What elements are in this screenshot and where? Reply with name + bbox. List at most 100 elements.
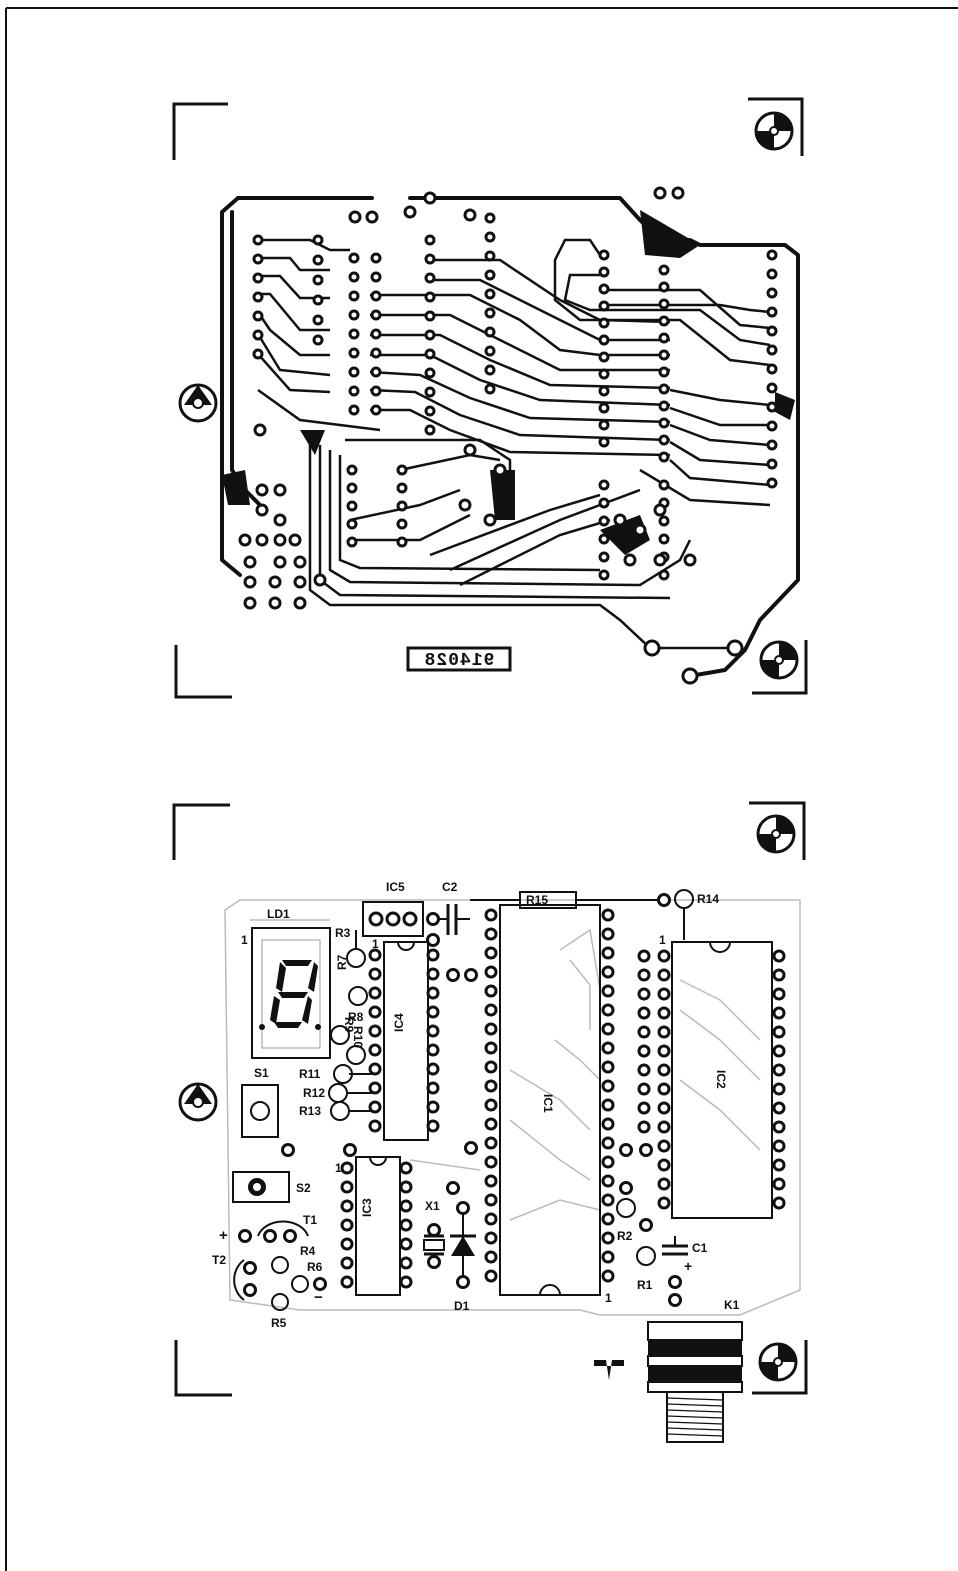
copper-pad [346,536,358,548]
resistor-array [328,930,375,1121]
pad [283,1229,297,1243]
ic-pin-pad [772,1044,786,1058]
ic-pin-pad [601,1231,615,1245]
copper-pad [766,287,778,299]
copper-pad [273,555,287,569]
label-x1: X1 [425,1199,440,1213]
copper-pad [424,329,436,341]
copper-pad [766,401,778,413]
registration-mark-icon [759,640,799,680]
label-r7: R7 [335,954,349,970]
ic-pin-pad [772,1025,786,1039]
copper-pad [658,479,670,491]
resistor-r4 [271,1256,289,1274]
ic-pin-pad [657,1120,671,1134]
ic-pin-pad [601,984,615,998]
copper-pad [484,288,496,300]
pad [456,1275,470,1289]
pad [637,1082,651,1096]
label-t1: T1 [303,1213,317,1227]
ic-pin-pad [368,1005,382,1019]
ic-pin-pad [426,1100,440,1114]
label-ic4: IC4 [392,1013,406,1032]
ic-pin-pad [484,1250,498,1264]
copper-pad [726,639,744,657]
copper-pad [658,366,670,378]
label-r11: R11 [299,1067,321,1081]
pad [427,1223,441,1237]
ic-pin-pad [484,1231,498,1245]
copper-pad [424,405,436,417]
copper-pad [653,186,667,200]
copper-pad [766,344,778,356]
resistor-r1 [636,1246,656,1266]
ic-pin-pad [484,1079,498,1093]
ic-pin-pad [772,1139,786,1153]
ic-pin-pad [484,984,498,998]
ic-pin-pad [368,948,382,962]
copper-pad [252,348,264,360]
ic-pin-pad [601,1136,615,1150]
crop-marks-top [172,97,808,699]
ic-pin-pad [426,948,440,962]
pad [426,912,440,926]
copper-pad [424,367,436,379]
copper-pad [766,439,778,451]
copper-pad [623,553,637,567]
copper-pad [370,309,382,321]
ic-pin-pad [340,1180,354,1194]
pad [464,968,478,982]
ic-pin-pad [601,1098,615,1112]
chip-ic2 [671,941,773,1219]
pad [619,1181,633,1195]
copper-pad [484,212,496,224]
copper-pad [598,551,610,563]
copper-pad [252,291,264,303]
pad [637,949,651,963]
ic-pin-pad [484,908,498,922]
ic-pin-pad [484,1174,498,1188]
copper-pad [598,283,610,295]
copper-pad [370,271,382,283]
copper-pad [370,290,382,302]
pad [238,1229,252,1243]
ic-pin-pad [601,908,615,922]
copper-pad [370,366,382,378]
pad [456,1201,470,1215]
copper-pad [312,254,324,266]
ic-pin-pad [601,1022,615,1036]
copper-pad [653,553,667,567]
ic-pin-pad [399,1199,413,1213]
pad [668,1275,682,1289]
ic-pin-pad [484,1060,498,1074]
ic-pin-pad [484,1022,498,1036]
copper-pad [255,533,269,547]
copper-pad [238,533,252,547]
copper-pad [766,382,778,394]
copper-pad [484,345,496,357]
ic-pin-pad [772,1063,786,1077]
resistor-r2 [616,1198,636,1218]
component-layout: LD1 1 IC5 C2 R15 R14 R3 R7 R8 R9 R10 R11… [172,801,808,1443]
ic-pin-pad [601,1174,615,1188]
ic-pin-pad [426,1024,440,1038]
ic-pin-pad [601,1193,615,1207]
copper-pad [348,271,360,283]
label-ld1-pin1: 1 [241,933,248,947]
capacitor-c2 [433,904,470,935]
ic-pin-pad [601,1155,615,1169]
pad [637,1044,651,1058]
ic-pin-pad [484,965,498,979]
copper-pad [268,596,282,610]
copper-pad [396,536,408,548]
label-ic3: IC3 [360,1198,374,1217]
copper-pad [766,363,778,375]
ic-pin-pad [368,1024,382,1038]
ic-pin-pad [484,1269,498,1283]
copper-pad [273,533,287,547]
ic-pin-pad [399,1161,413,1175]
ic-pin-pad [368,986,382,1000]
copper-pad [348,347,360,359]
ic-pin-pad [601,946,615,960]
copper-pad [370,385,382,397]
